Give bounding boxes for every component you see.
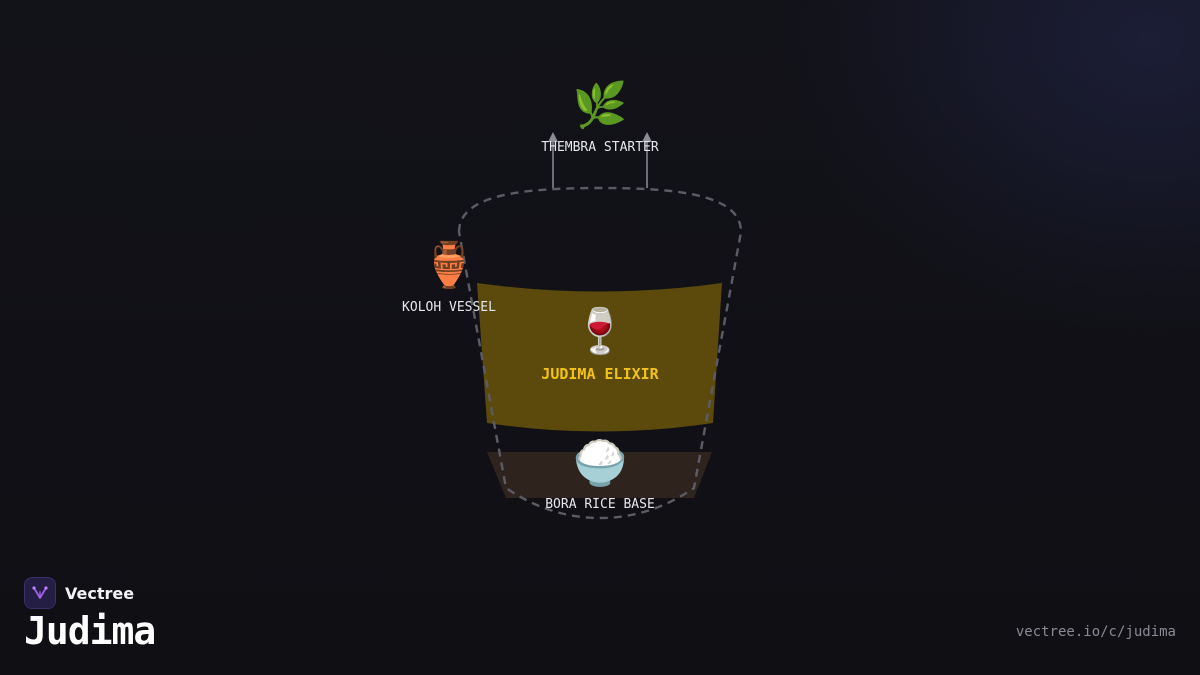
arrow-right bbox=[642, 132, 652, 188]
vectree-logo-icon bbox=[24, 577, 56, 609]
main-layer-band bbox=[477, 283, 722, 432]
top-ingredient-label: THEMBRA STARTER bbox=[541, 140, 659, 155]
source-url[interactable]: vectree.io/c/judima bbox=[1015, 624, 1176, 640]
rice-bowl-icon: 🍚 bbox=[572, 438, 628, 489]
amphora-icon: 🏺 bbox=[421, 240, 477, 291]
page-title: Judima bbox=[24, 609, 156, 653]
vessel-outline bbox=[457, 186, 743, 520]
base-layer-band bbox=[487, 452, 712, 498]
brand-name: Vectree bbox=[65, 583, 135, 603]
side-vessel-label: KOLOH VESSEL bbox=[402, 300, 496, 315]
wine-glass-icon: 🍷 bbox=[572, 306, 628, 357]
arrow-left bbox=[548, 132, 558, 188]
herb-icon: 🌿 bbox=[572, 80, 628, 131]
main-layer-label: JUDIMA ELIXIR bbox=[541, 365, 659, 383]
brand[interactable]: Vectree bbox=[24, 577, 134, 609]
base-layer-label: BORA RICE BASE bbox=[545, 497, 655, 512]
